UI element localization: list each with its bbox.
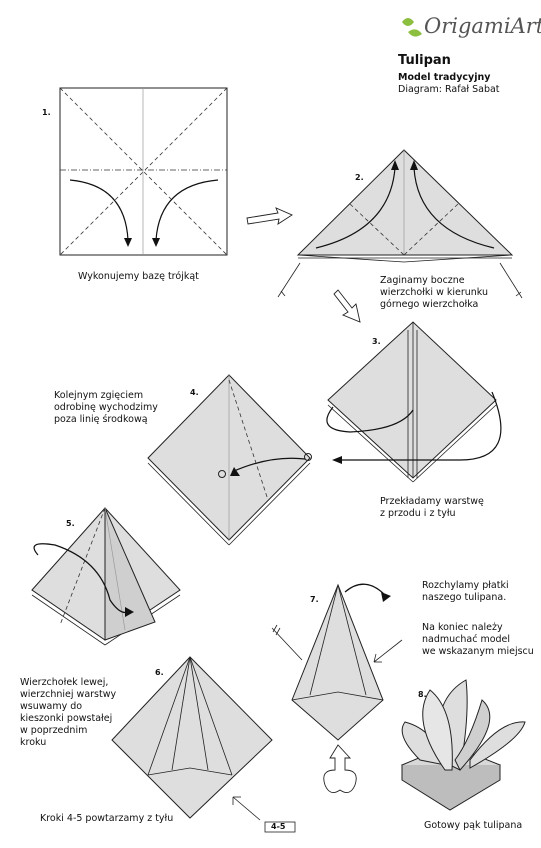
step-7-caption-1: Rozchylamy płatki naszego tulipana. xyxy=(422,580,509,603)
step-3-caption: Przekładamy warstwę z przodu i z tyłu xyxy=(380,496,484,519)
step-1-caption: Wykonujemy bazę trójkąt xyxy=(78,271,199,282)
step-6-caption: Kroki 4-5 powtarzamy z tyłu xyxy=(40,813,174,824)
step-6-badge: 4-5 xyxy=(271,822,286,831)
step-4-caption: Kolejnym zgięciem odrobinę wychodzimy po… xyxy=(54,390,158,425)
step-3-number: 3. xyxy=(372,337,381,346)
step-6-shape xyxy=(111,656,296,833)
step-5-shape xyxy=(31,507,181,646)
step-2-caption: Zaginamy boczne wierzchołki w kierunku g… xyxy=(380,275,489,310)
step-3-diamond xyxy=(326,321,502,483)
step-2-number: 2. xyxy=(355,173,364,182)
step-6-number: 6. xyxy=(155,668,164,677)
step-2-triangle xyxy=(277,149,523,299)
diagram-author: Diagram: Rafał Sabat xyxy=(398,84,500,95)
step-8-caption: Gotowy pąk tulipana xyxy=(424,820,523,831)
step-4-diamond xyxy=(147,374,312,546)
step-5-number: 5. xyxy=(66,519,75,528)
step-1-square xyxy=(59,87,228,256)
step-4-number: 4. xyxy=(190,388,199,397)
leaf-logo-icon xyxy=(402,18,422,37)
hollow-arrow-2-3 xyxy=(333,289,361,323)
step-8-number: 8. xyxy=(418,690,427,699)
page-title: Tulipan xyxy=(398,53,451,68)
step-5-caption: Wierzchołek lewej, wierzchniej warstwy w… xyxy=(20,677,117,748)
step-7-number: 7. xyxy=(310,595,319,604)
model-type: Model tradycyjny xyxy=(398,72,491,83)
hollow-arrow-1-2 xyxy=(246,207,293,225)
brand-logo: OrigamiArt xyxy=(424,14,541,38)
step-1-number: 1. xyxy=(42,108,51,117)
step-7-caption-2: Na koniec należy nadmuchać model we wska… xyxy=(422,622,534,657)
step-7-shape xyxy=(271,583,403,794)
step-8-tulip xyxy=(400,679,526,811)
